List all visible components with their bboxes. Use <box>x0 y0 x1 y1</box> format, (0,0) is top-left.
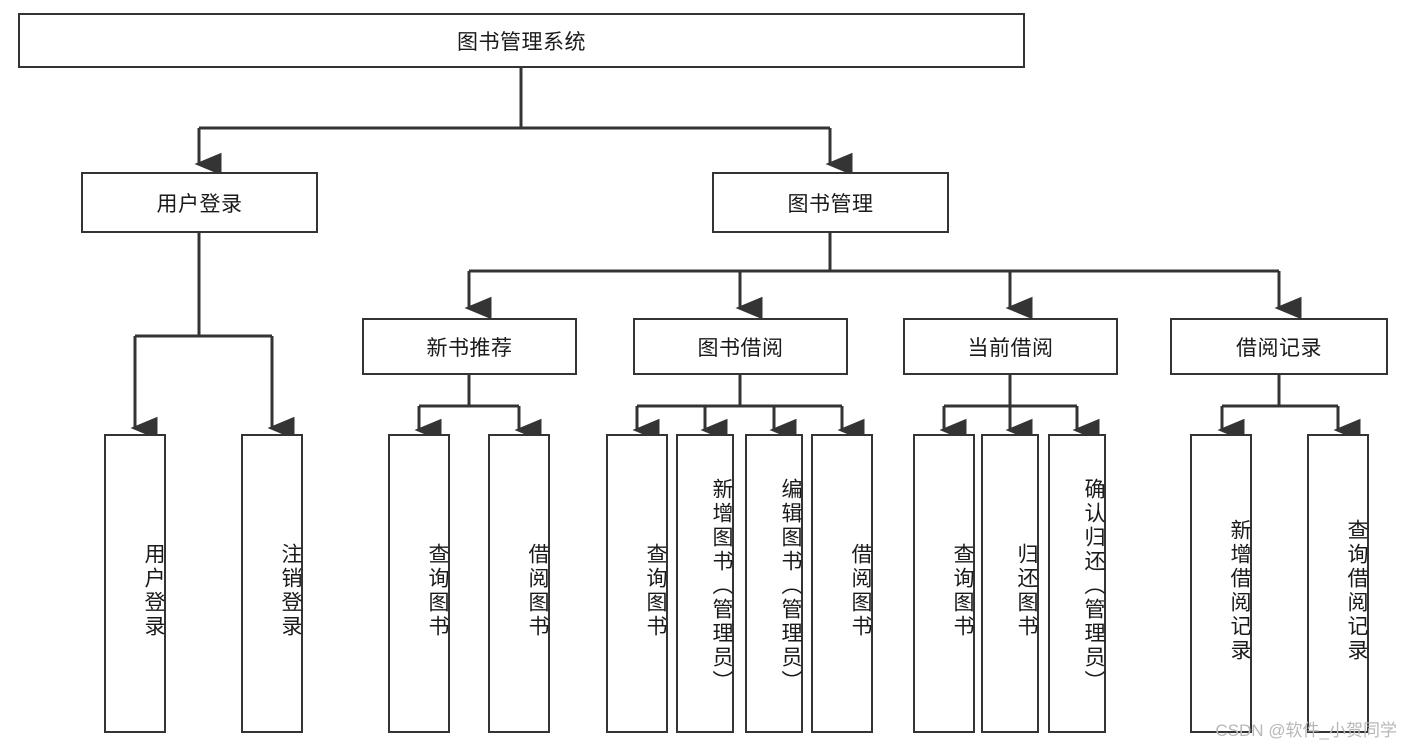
node-label: 查询图书 <box>951 542 974 639</box>
node-borrow-record[interactable]: 借阅记录 <box>1170 318 1388 375</box>
node-label: 新增图书（管理员） <box>710 477 733 694</box>
leaf-new-book-borrow-book[interactable]: 借阅图书 <box>488 434 550 733</box>
node-label: 查询借阅记录 <box>1345 518 1368 663</box>
node-label: 借阅记录 <box>1236 336 1322 360</box>
node-new-book-recommend[interactable]: 新书推荐 <box>362 318 577 375</box>
node-label: 新书推荐 <box>426 336 513 360</box>
node-book-borrow[interactable]: 图书借阅 <box>633 318 848 375</box>
leaf-new-book-query-book[interactable]: 查询图书 <box>388 434 450 733</box>
node-user-login[interactable]: 用户登录 <box>81 172 318 233</box>
node-label: 图书借阅 <box>697 336 784 360</box>
node-label: 编辑图书（管理员） <box>779 477 802 694</box>
node-book-management[interactable]: 图书管理 <box>712 172 949 233</box>
node-root-book-management-system[interactable]: 图书管理系统 <box>18 13 1025 68</box>
node-current-borrow[interactable]: 当前借阅 <box>903 318 1118 375</box>
node-label: 注销登录 <box>279 542 302 639</box>
leaf-user-login-login[interactable]: 用户登录 <box>104 434 166 733</box>
leaf-current-borrow-return-book[interactable]: 归还图书 <box>981 434 1039 733</box>
leaf-borrow-record-query-record[interactable]: 查询借阅记录 <box>1307 434 1369 733</box>
node-label: 用户登录 <box>156 192 243 216</box>
node-label: 查询图书 <box>644 542 667 639</box>
node-label: 用户登录 <box>142 542 165 639</box>
node-label: 当前借阅 <box>967 336 1054 360</box>
leaf-user-login-logout[interactable]: 注销登录 <box>241 434 303 733</box>
node-label: 确认归还（管理员） <box>1082 477 1105 694</box>
leaf-current-borrow-query-book[interactable]: 查询图书 <box>913 434 975 733</box>
watermark-text: CSDN @软件_小贺同学 <box>1215 721 1397 740</box>
leaf-borrow-record-add-record[interactable]: 新增借阅记录 <box>1190 434 1252 733</box>
node-label: 归还图书 <box>1015 542 1038 639</box>
node-label: 查询图书 <box>426 542 449 639</box>
node-label: 图书管理系统 <box>457 30 586 54</box>
node-label: 图书管理 <box>787 192 874 216</box>
leaf-book-borrow-add-book-admin[interactable]: 新增图书（管理员） <box>676 434 734 733</box>
leaf-book-borrow-edit-book-admin[interactable]: 编辑图书（管理员） <box>745 434 803 733</box>
leaf-book-borrow-query-book[interactable]: 查询图书 <box>606 434 668 733</box>
node-label: 借阅图书 <box>526 542 549 639</box>
leaf-book-borrow-borrow-book[interactable]: 借阅图书 <box>811 434 873 733</box>
leaf-current-borrow-confirm-return-admin[interactable]: 确认归还（管理员） <box>1048 434 1106 733</box>
node-label: 新增借阅记录 <box>1228 518 1251 663</box>
node-label: 借阅图书 <box>849 542 872 639</box>
